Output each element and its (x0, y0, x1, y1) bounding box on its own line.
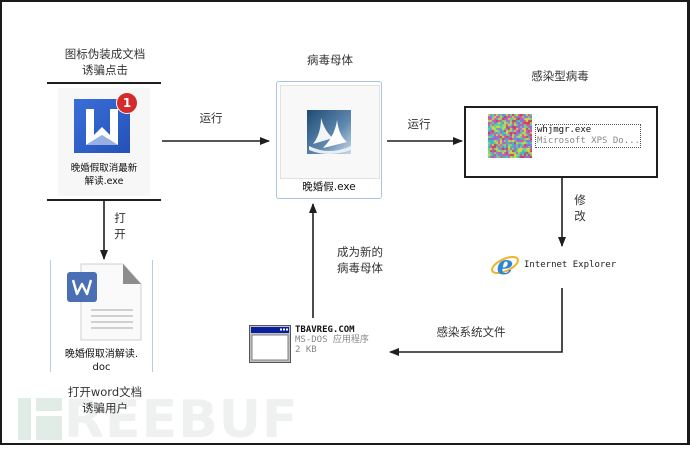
run-label-2: 运行 (407, 117, 431, 131)
dos-window-icon (249, 325, 291, 363)
become-new-mother-line-2: 病毒母体 (337, 261, 383, 275)
become-new-mother-label: 成为新的 病毒母体 (330, 244, 390, 276)
internet-explorer-item[interactable]: e Internet Explorer (490, 250, 630, 282)
disguise-caption-line-1: 图标伪装成文档 (64, 47, 146, 61)
system-file-type: MS-DOS 应用程序 (295, 335, 369, 345)
watermark-logo-bar (36, 416, 62, 440)
become-new-mother-line-1: 成为新的 (337, 245, 383, 259)
word-document-icon (67, 263, 142, 341)
infected-filename: whjmgr.exe (537, 125, 592, 135)
decoy-doc-filename: 晚婚假取消解读. doc (51, 348, 152, 374)
disguise-caption-line-2: 诱骗点击 (82, 63, 128, 77)
filename-line-1: 晚婚假取消解读. (64, 349, 139, 360)
internet-explorer-icon: e (491, 251, 519, 280)
system-file-details: TBAVREG.COM MS-DOS 应用程序 2 KB (295, 325, 369, 355)
watermark-logo-bar (36, 398, 62, 411)
open-label: 打 开 (112, 210, 128, 242)
system-file-item[interactable]: TBAVREG.COM MS-DOS 应用程序 2 KB (249, 325, 389, 363)
watermark-text: REEBUF (64, 390, 299, 450)
filename-line-2: 解读.exe (84, 176, 124, 187)
modify-label: 修 改 (572, 192, 588, 224)
modify-label-line-2: 改 (574, 209, 586, 223)
wps-word-icon (74, 99, 130, 153)
notification-badge: 1 (116, 92, 138, 114)
decoy-caption-line-1: 打开word文档 (67, 385, 143, 399)
disguise-caption: 图标伪装成文档 诱骗点击 (40, 46, 170, 78)
decoy-caption-line-2: 诱骗用户 (82, 401, 128, 415)
infected-file-description: Microsoft XPS Do... (537, 136, 640, 146)
mother-virus-filename: 晚婚假.exe (302, 181, 356, 193)
decoy-doc-file[interactable]: 晚婚假取消解读. doc (50, 260, 153, 374)
system-file-size: 2 KB (295, 345, 317, 355)
disguised-exe-file[interactable]: 1 晚婚假取消最新 解读.exe (58, 88, 150, 196)
infected-virus-caption: 感染型病毒 (531, 69, 589, 83)
run-label-1: 运行 (199, 111, 223, 125)
mother-virus-file[interactable]: 晚婚假.exe (276, 81, 382, 199)
executable-icon (307, 110, 351, 154)
system-file-name: TBAVREG.COM (295, 325, 355, 335)
internet-explorer-label: Internet Explorer (524, 260, 617, 270)
decoy-doc-caption: 打开word文档 诱骗用户 (40, 384, 170, 416)
mother-virus-caption: 病毒母体 (307, 53, 353, 67)
watermark-logo-bar (18, 398, 31, 440)
infected-virus-box[interactable]: whjmgr.exe Microsoft XPS Do... (464, 106, 658, 178)
filename-line-1: 晚婚假取消最新 (70, 163, 138, 174)
disguised-exe-filename: 晚婚假取消最新 解读.exe (58, 162, 150, 188)
filename-line-2: doc (92, 362, 111, 373)
modify-label-line-1: 修 (574, 193, 586, 207)
noise-icon (488, 114, 532, 158)
infect-system-files-label: 感染系统文件 (436, 325, 506, 339)
svg-text:e: e (497, 251, 514, 280)
open-label-line-1: 打 (114, 211, 126, 225)
open-label-line-2: 开 (114, 227, 126, 241)
arrow-infect-system-files (389, 288, 563, 356)
infected-file-label: whjmgr.exe Microsoft XPS Do... (535, 124, 641, 148)
